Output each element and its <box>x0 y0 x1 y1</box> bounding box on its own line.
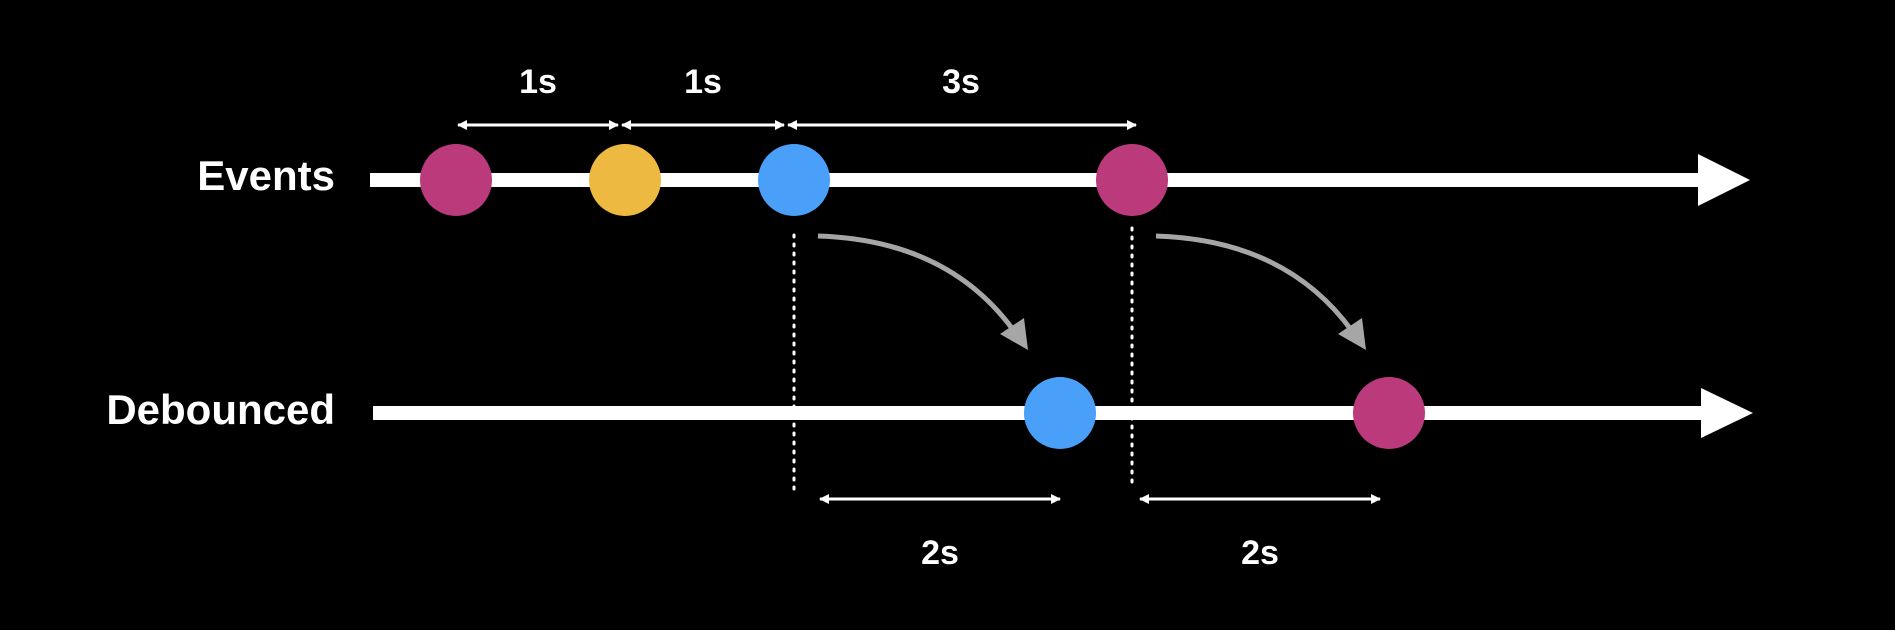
debounced-dot <box>1024 377 1096 449</box>
debounced-dot <box>1353 377 1425 449</box>
events-axis <box>370 154 1750 206</box>
interval-label: 2s <box>921 534 959 572</box>
events-row-label: Events <box>197 152 335 199</box>
event-dot <box>1096 144 1168 216</box>
interval-label: 2s <box>1241 534 1279 572</box>
interval-label: 3s <box>942 63 980 101</box>
event-dot <box>589 144 661 216</box>
interval-label: 1s <box>519 63 557 101</box>
interval-label: 1s <box>684 63 722 101</box>
delay-curve-arrow <box>817 233 1028 350</box>
debounced-row-label: Debounced <box>106 386 335 433</box>
delay-curve-arrow <box>1155 233 1366 350</box>
event-dot <box>758 144 830 216</box>
event-dot <box>420 144 492 216</box>
